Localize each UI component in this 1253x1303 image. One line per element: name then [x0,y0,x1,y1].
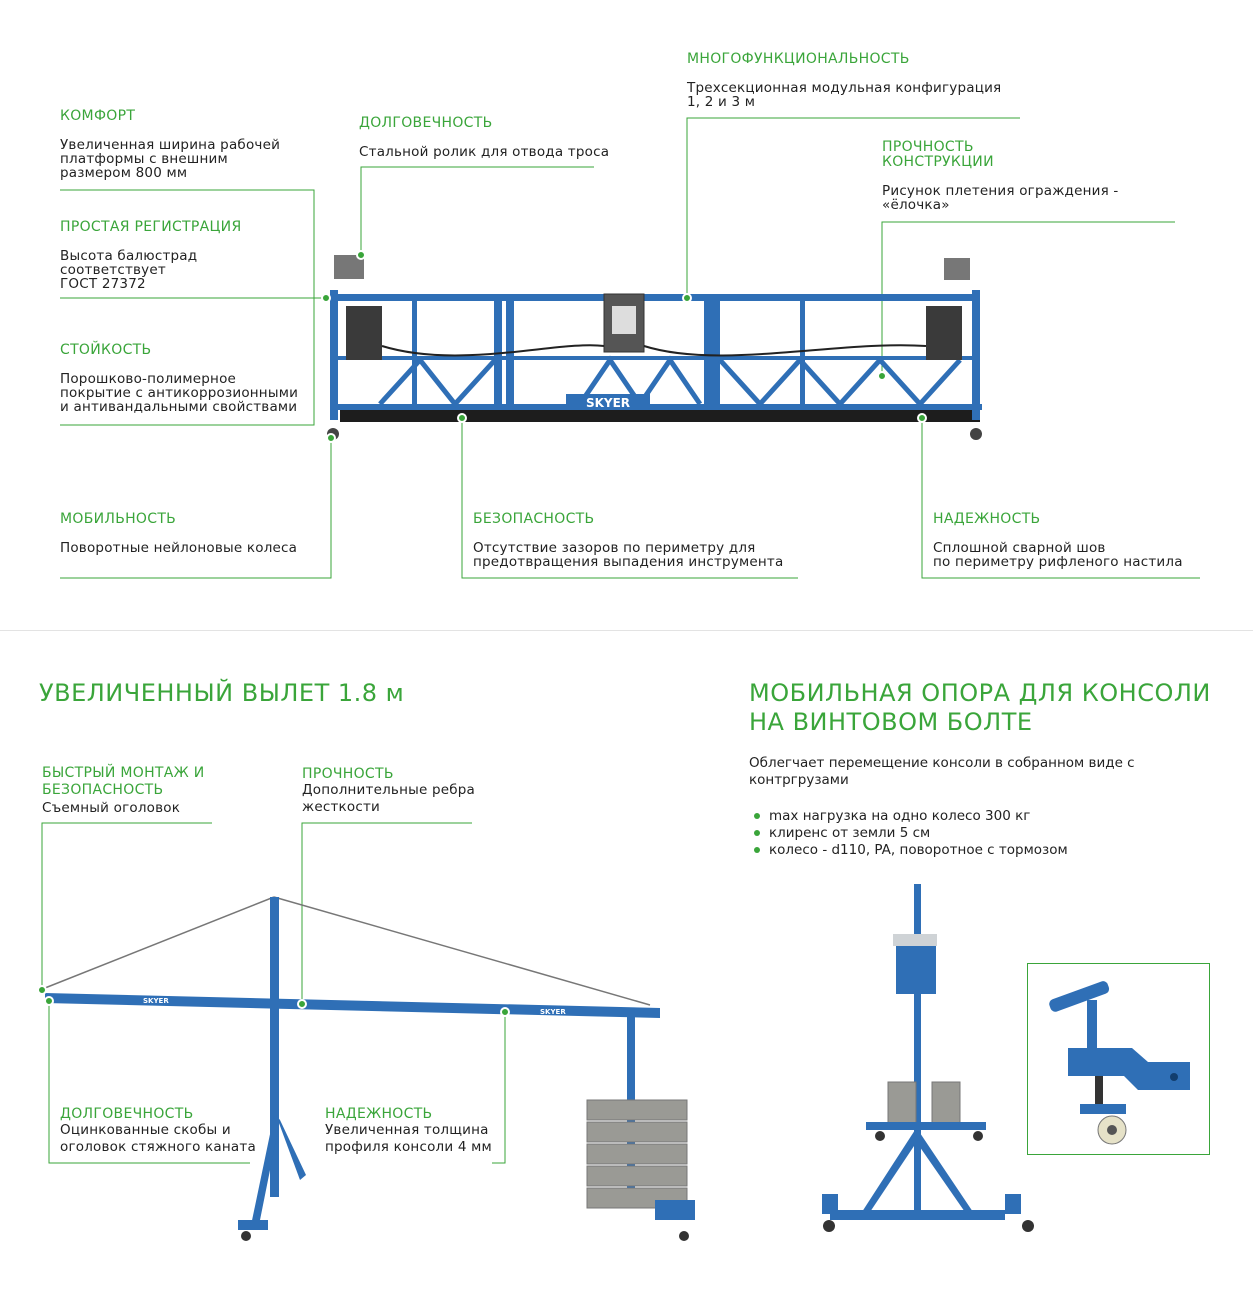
console-image: SKYER SKYER [44,896,695,1241]
mobility-callout: МОБИЛЬНОСТЬ Поворотные нейлоновые колеса [60,511,298,556]
leader-mobility [60,438,332,579]
left-hoist-motor [346,306,382,360]
leader-comfort [60,189,330,299]
platform-mid-rail [338,356,978,360]
reliability-callout: НАДЕЖНОСТЬ Сплошной сварной шов по перим… [933,511,1183,570]
platform-deck [340,408,980,422]
registration-desc: Высота балюстрад соответствует ГОСТ 2737… [60,248,198,292]
console-strength-desc: Дополнительные ребра жесткости [302,782,476,815]
platform-bottom-rail [338,404,982,410]
console-durability-callout: ДОЛГОВЕЧНОСТЬ Оцинкованные скобы и оголо… [60,1106,256,1156]
work-platform-image: SKYER [327,255,982,440]
list-item: клиренс от земли 5 см [749,825,1068,842]
quick-mount-title: БЫСТРЫЙ МОНТАЖ И БЕЗОПАСНОСТЬ [42,765,205,798]
wheel-bolt-detail [1049,981,1190,1145]
top-callout-dots [321,250,927,443]
safety-desc: Отсутствие зазоров по периметру для пред… [473,540,784,570]
multifunc-title: МНОГОФУНКЦИОНАЛЬНОСТЬ [687,51,910,67]
durability-title: ДОЛГОВЕЧНОСТЬ [359,115,493,131]
durability-callout: ДОЛГОВЕЧНОСТЬ Стальной ролик для отвода … [359,115,610,160]
strength-desc: Рисунок плетения ограждения - «ёлочка» [882,183,1119,213]
console-reliability-callout: НАДЕЖНОСТЬ Увеличенная толщина профиля к… [325,1106,492,1156]
console-durability-title: ДОЛГОВЕЧНОСТЬ [60,1106,194,1122]
registration-title: ПРОСТАЯ РЕГИСТРАЦИЯ [60,219,242,235]
comfort-desc: Увеличенная ширина рабочей платформы с в… [60,137,281,181]
right-heading: МОБИЛЬНАЯ ОПОРА ДЛЯ КОНСОЛИ НА ВИНТОВОМ … [749,679,1211,736]
resistance-callout: СТОЙКОСТЬ Порошково-полимерное покрытие … [60,342,299,415]
registration-callout: ПРОСТАЯ РЕГИСТРАЦИЯ Высота балюстрад соо… [60,219,242,292]
list-item: max нагрузка на одно колесо 300 кг [749,808,1068,825]
mobility-desc: Поворотные нейлоновые колеса [60,540,298,556]
right-hoist-motor [926,306,962,360]
platform-brand: SKYER [586,396,630,410]
multifunc-desc: Трехсекционная модульная конфигурация 1,… [687,80,1002,110]
svg-text:SKYER: SKYER [540,1008,566,1016]
console-reliability-desc: Увеличенная толщина профиля консоли 4 мм [325,1122,492,1155]
feature-list: max нагрузка на одно колесо 300 кг клире… [749,808,1068,859]
safety-title: БЕЗОПАСНОСТЬ [473,511,595,527]
quick-mount-desc: Съемный оголовок [42,800,181,816]
resistance-title: СТОЙКОСТЬ [60,342,152,358]
console-strength-callout: ПРОЧНОСТЬ Дополнительные ребра жесткости [302,766,475,816]
reliability-title: НАДЕЖНОСТЬ [933,511,1041,527]
strength-callout: ПРОЧНОСТЬ КОНСТРУКЦИИ Рисунок плетения о… [882,139,1119,213]
quick-mount-callout: БЫСТРЫЙ МОНТАЖ И БЕЗОПАСНОСТЬ Съемный ог… [42,765,205,817]
console-strength-title: ПРОЧНОСТЬ [302,766,394,782]
leader-durability [360,166,594,255]
reliability-desc: Сплошной сварной шов по периметру рифлен… [933,540,1183,570]
strength-title: ПРОЧНОСТЬ КОНСТРУКЦИИ [882,139,994,170]
leader-reliability [921,418,1200,579]
control-box [603,293,645,353]
right-safety-lock [944,258,970,280]
console-reliability-title: НАДЕЖНОСТЬ [325,1106,433,1122]
mobility-title: МОБИЛЬНОСТЬ [60,511,177,527]
comfort-callout: КОМФОРТ Увеличенная ширина рабочей платф… [60,108,281,181]
durability-desc: Стальной ролик для отвода троса [359,144,610,160]
leader-multifunc [686,117,1020,298]
console-callout-dots [37,985,510,1017]
resistance-desc: Порошково-полимерное покрытие с антикорр… [60,371,299,415]
svg-text:SKYER: SKYER [143,997,169,1005]
comfort-title: КОМФОРТ [60,108,136,124]
leader-resistance [60,298,315,426]
leader-safety [461,418,798,579]
bottom-leader-lines [41,822,506,1164]
multifunc-callout: МНОГОФУНКЦИОНАЛЬНОСТЬ Трехсекционная мод… [687,51,1002,110]
section-divider [0,630,1253,631]
platform-top-rail [330,294,980,301]
safety-callout: БЕЗОПАСНОСТЬ Отсутствие зазоров по перим… [473,511,784,570]
mobile-support-image [822,884,1034,1232]
left-heading: УВЕЛИЧЕННЫЙ ВЫЛЕТ 1.8 м [39,679,405,707]
console-durability-desc: Оцинкованные скобы и оголовок стяжного к… [60,1122,256,1155]
right-subtitle: Облегчает перемещение консоли в собранно… [749,755,1135,788]
leader-strength [881,221,1175,376]
list-item: колесо - d110, PA, поворотное с тормозом [749,842,1068,859]
